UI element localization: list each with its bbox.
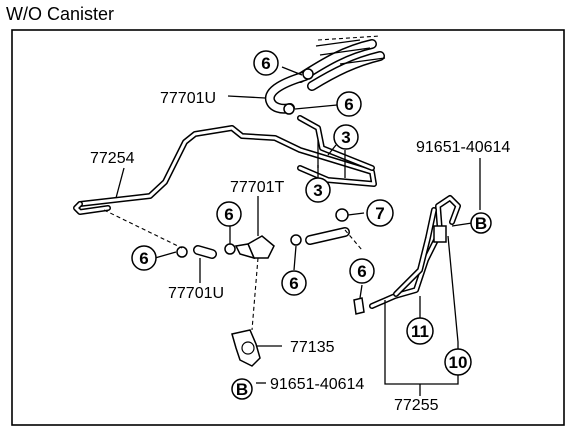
valve-77701t	[224, 208, 350, 260]
callout-6-right: 6	[349, 258, 375, 284]
part-label-77255: 77255	[394, 397, 439, 414]
callout-text: 10	[449, 353, 468, 372]
hose-77701u-bottom	[176, 245, 217, 259]
callout-text: 6	[344, 95, 353, 114]
callout-6-valve: 6	[216, 201, 242, 227]
pipe-77255	[353, 195, 461, 315]
clamp-77135	[231, 329, 261, 367]
callout-text: B	[475, 214, 487, 233]
pipe-77254	[73, 115, 377, 215]
dash-line	[103, 209, 183, 249]
callout-text: 6	[357, 262, 366, 281]
callout-text: 6	[224, 205, 233, 224]
callout-text: 3	[313, 181, 322, 200]
hose-bundle-top	[295, 35, 386, 91]
diagram-title: W/O Canister	[6, 4, 115, 24]
callout-6-left: 6	[131, 245, 157, 271]
callout-3-upper: 3	[333, 124, 359, 150]
callout-6-mid: 6	[336, 91, 362, 117]
callout-text: 6	[139, 249, 148, 268]
callout-text: 3	[341, 128, 350, 147]
diagram-frame	[11, 29, 565, 426]
callout-6-top: 6	[253, 50, 279, 76]
callout-11: 11	[406, 317, 434, 345]
part-label-91651-bottom: 91651-40614	[270, 376, 364, 393]
callout-3-lower: 3	[305, 177, 331, 203]
callout-10: 10	[444, 348, 472, 376]
part-label-77701u-top: 77701U	[160, 90, 216, 107]
callout-text: 7	[375, 204, 384, 223]
callout-7: 7	[366, 199, 394, 227]
callout-text: B	[236, 380, 248, 399]
callout-6-lower: 6	[281, 270, 307, 296]
hose-77701u-top	[264, 68, 314, 115]
callout-text: 11	[411, 322, 429, 341]
callout-text: 6	[289, 274, 298, 293]
callout-b-right: B	[470, 212, 492, 234]
part-label-91651-right: 91651-40614	[416, 139, 510, 156]
dash-line	[251, 257, 259, 331]
part-label-77701t: 77701T	[230, 179, 284, 196]
part-label-77135: 77135	[290, 339, 335, 356]
callout-b-bottom: B	[231, 378, 253, 400]
part-label-77254: 77254	[90, 150, 135, 167]
dash-line	[344, 229, 363, 251]
part-label-77701u-bottom: 77701U	[168, 285, 224, 302]
callout-text: 6	[261, 54, 270, 73]
leader-lines	[115, 66, 481, 396]
